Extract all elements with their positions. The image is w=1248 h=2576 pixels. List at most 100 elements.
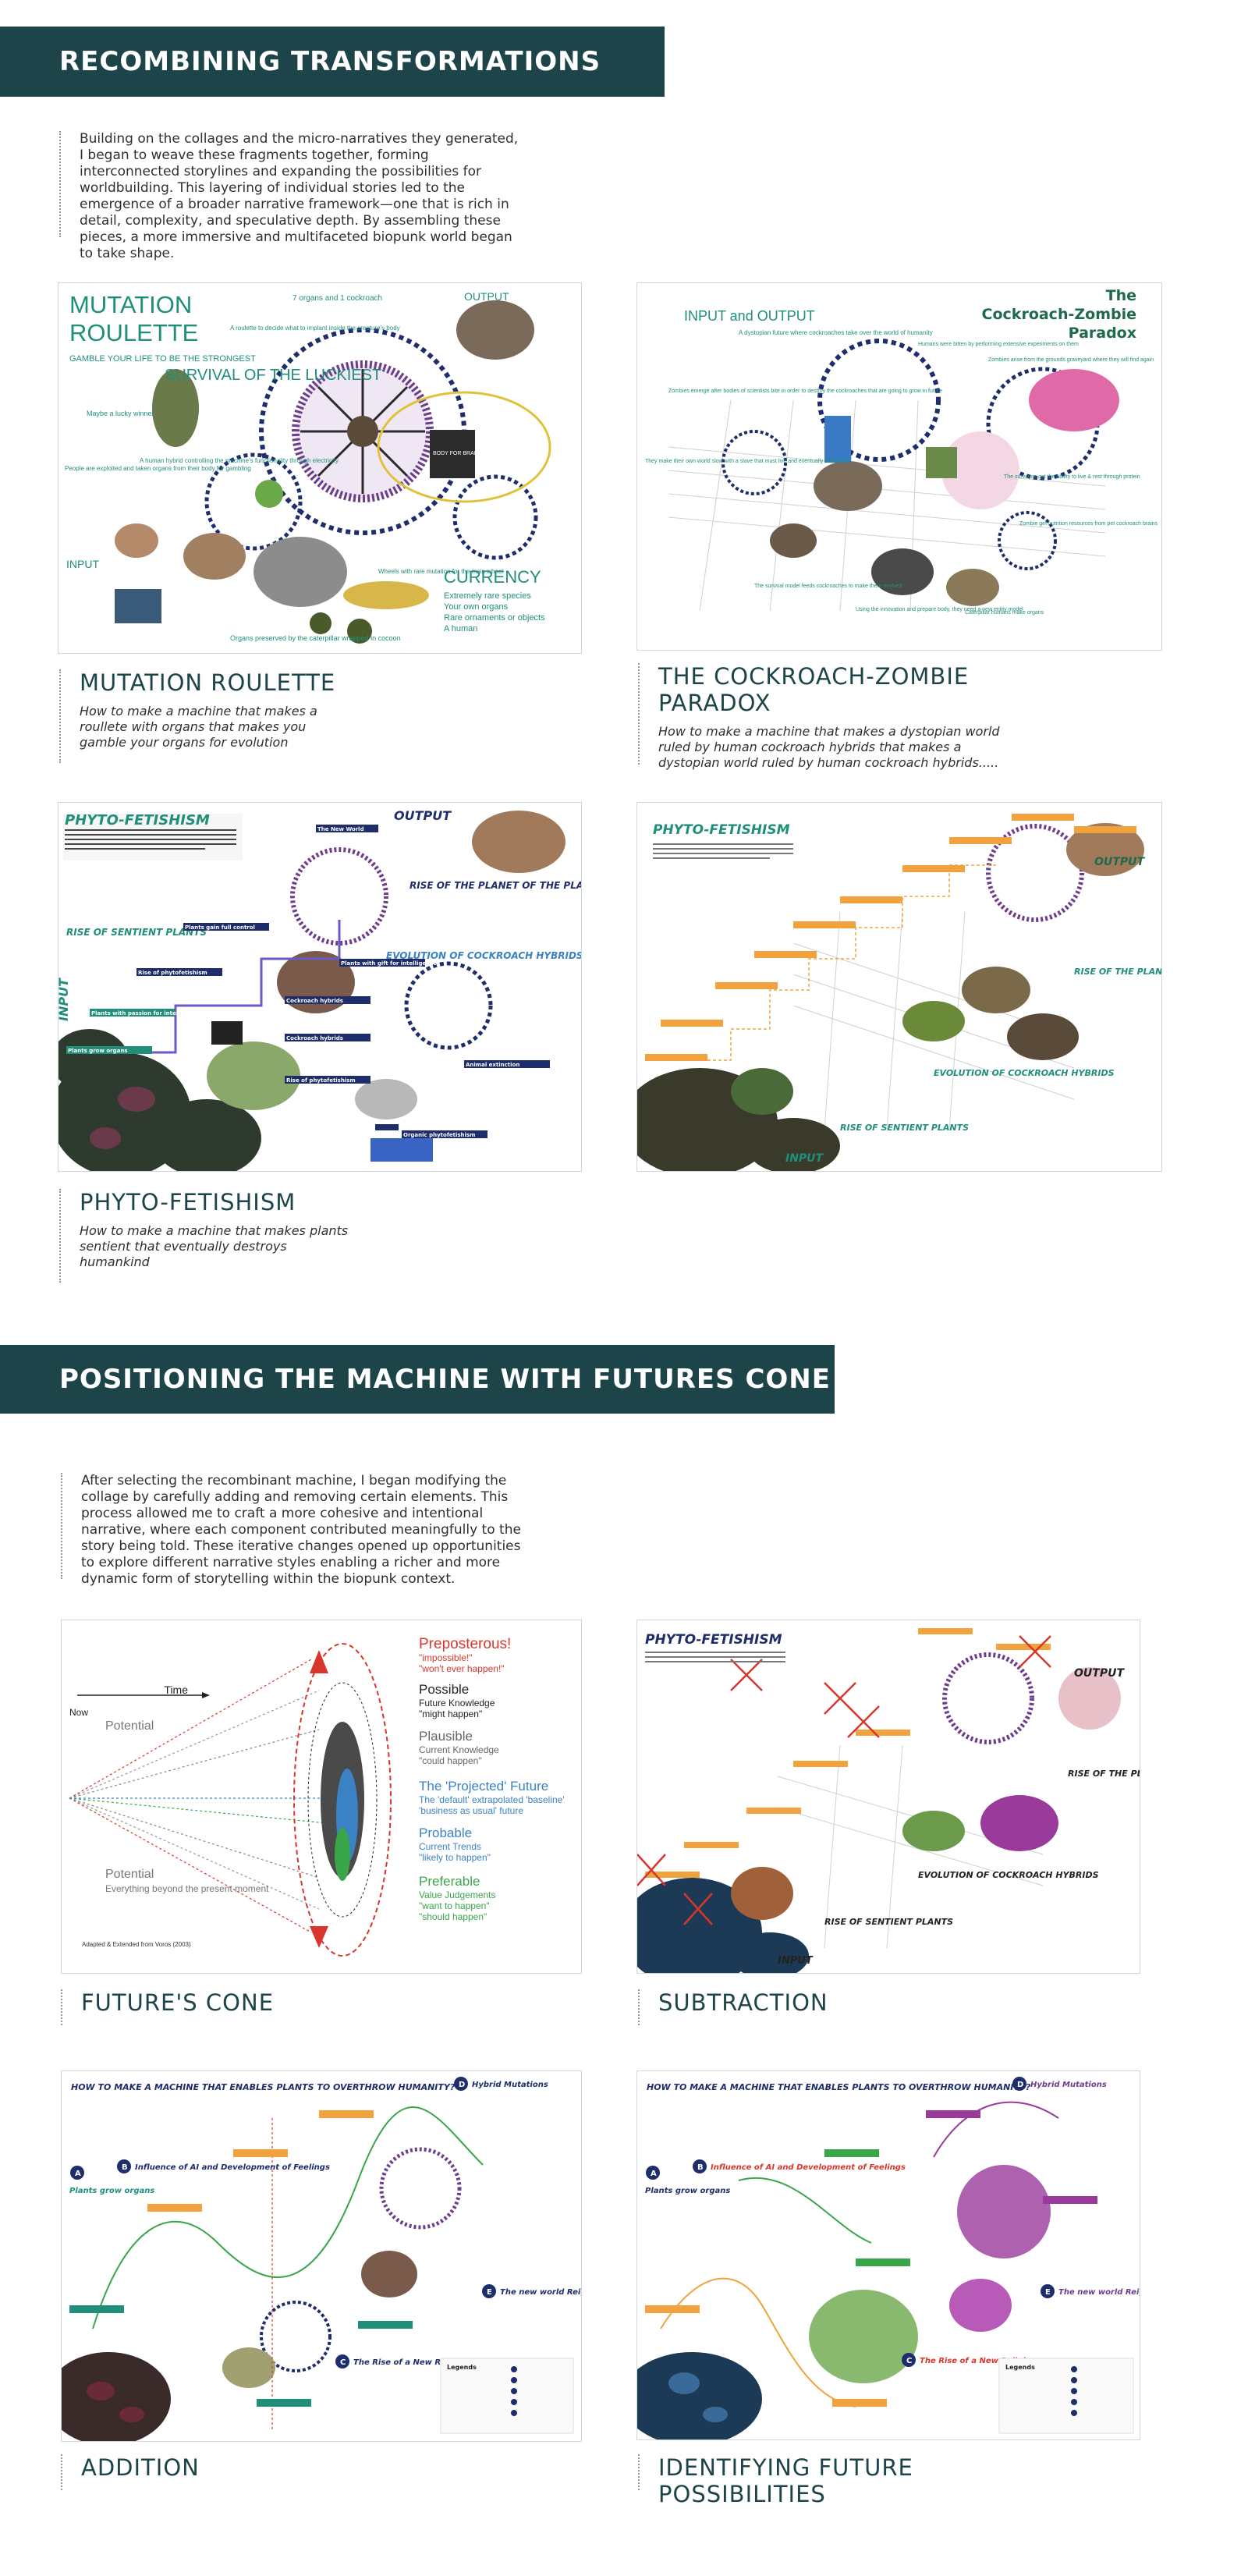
intro-paragraph: After selecting the recombinant machine,… [61,1473,529,1587]
credit-label: Adapted & Extended from Voros (2003) [82,1941,191,1948]
legends-label: Legends [447,2364,477,2371]
now-label: Now [69,1707,88,1718]
mutation-roulette-svg: MUTATION ROULETTE GAMBLE YOUR LIFE TO BE… [65,290,551,644]
section-banner-recombining: RECOMBINING TRANSFORMATIONS [0,27,665,97]
phyto-steps: Plants grow organs Plants with passion f… [66,825,550,1138]
collage-title: PHYTO-FETISHISM [65,812,210,829]
step-label: Organic phytofetishism [403,1132,475,1138]
preferable-desc: Value Judgements [419,1889,496,1900]
b-title: Influence of AI and Development of Feeli… [711,2163,906,2172]
collage-subtraction[interactable]: PHYTO-FETISHISM OUTPUT INPUT RISE OF THE… [636,1620,1140,1974]
intro-text: Building on the collages and the micro-n… [80,131,519,261]
caption-title: IDENTIFYING FUTURE POSSIBILITIES [658,2454,913,2507]
step-label: Plants gain full control [185,924,255,931]
time-label: Time [164,1684,188,1696]
preferable-quote: "should happen" [419,1911,487,1922]
title-line1: MUTATION [69,291,192,318]
addition-svg: HOW TO MAKE A MACHINE THAT ENABLES PLANT… [62,2077,581,2441]
identifying-svg: HOW TO MAKE A MACHINE THAT ENABLES PLANT… [637,2077,1140,2439]
title-line2: Cockroach-Zombie [982,306,1136,323]
inout-label: INPUT and OUTPUT [684,308,815,324]
currency-item: Rare ornaments or objects [444,613,545,623]
svg-text:B: B [697,2163,704,2172]
output-label: OUTPUT [1094,856,1145,868]
lucky-note: Maybe a lucky winner [87,410,154,417]
step-label: The New World [317,826,364,832]
projected-desc: The 'default' extrapolated 'baseline' [419,1794,565,1805]
futures-cone-svg: Time Now Potential Potential Everything … [69,1636,565,1957]
collage-phyto-fetishism[interactable]: PHYTO-FETISHISM OUTPUT INPUT RISE OF THE… [58,802,582,1172]
caption-subtitle: How to make a machine that makes a roull… [80,704,317,750]
collage-identifying-futures[interactable]: HOW TO MAKE A MACHINE THAT ENABLES PLANT… [636,2070,1140,2440]
phyto-fetishism-svg: PHYTO-FETISHISM OUTPUT INPUT RISE OF THE… [58,808,582,1171]
note: Caterpillar humans make organs [965,610,1044,616]
note: Using the innovation and prepare body, t… [856,607,1023,612]
caption-identifying-futures: IDENTIFYING FUTURE POSSIBILITIES [638,2454,1075,2507]
svg-text:C: C [340,2358,346,2367]
b-title: Influence of AI and Development of Feeli… [135,2163,330,2172]
preposterous-label: Preposterous! [419,1636,511,1652]
output-label: OUTPUT [464,290,509,303]
svg-text:A: A [75,2170,81,2178]
collage-addition[interactable]: HOW TO MAKE A MACHINE THAT ENABLES PLANT… [61,2070,582,2442]
note: Zombies emerge after bodies of scientist… [668,389,942,394]
preferable-quote: "want to happen" [419,1900,490,1911]
caption-subtitle: How to make a machine that makes plants … [80,1223,349,1269]
caption-mutation-roulette: MUTATION ROULETTE How to make a machine … [59,669,356,763]
note: They make their own world slow with a sl… [645,459,848,464]
a-title: Plants grow organs [645,2187,730,2195]
currency-item: A human [444,624,477,633]
beyond-label: Everything beyond the present moment [105,1883,269,1894]
note: The survival model feeds cockroaches to … [754,584,902,589]
subtraction-svg: PHYTO-FETISHISM OUTPUT INPUT RISE OF THE… [637,1628,1140,1973]
wheels-note: Wheels with rare mutation for the main w… [378,568,503,575]
caption-title: SUBTRACTION [658,1989,828,2016]
roulette-note: A roulette to decide what to implant ins… [230,325,400,332]
section-banner-positioning: POSITIONING THE MACHINE WITH FUTURES CON… [0,1345,835,1414]
note: A dystopian future where cockroaches tak… [739,329,933,336]
potential-top-label: Potential [105,1719,154,1733]
organs-shell-note: Organs preserved by the caterpillar wrap… [230,634,401,642]
rise-planet-label: RISE OF THE PLANET OF THE PLANTS [410,880,582,891]
legends-label: Legends [1005,2364,1035,2371]
rise-sentient-label: RISE OF SENTIENT PLANTS [824,1917,953,1927]
currency-item: Your own organs [444,602,509,612]
collage-cockroach-zombie[interactable]: The Cockroach-Zombie Paradox INPUT and O… [636,282,1162,651]
svg-text:B: B [122,2163,128,2172]
collage-phyto-fetishism-alt[interactable]: PHYTO-FETISHISM OUTPUT INPUT RISE OF THE… [636,802,1162,1172]
caption-title: PHYTO-FETISHISM [80,1189,296,1215]
evolution-label: EVOLUTION OF COCKROACH HYBRIDS [918,1870,1099,1880]
c-title: The Rise of a New Religion [353,2358,470,2367]
survival-text: SURVIVAL OF THE LUCKIEST [165,367,381,384]
caption-subtraction: SUBTRACTION [638,1989,919,2025]
possible-label: Possible [419,1682,469,1697]
svg-text:E: E [487,2288,492,2297]
probable-desc: Current Trends [419,1841,481,1852]
plausible-label: Plausible [419,1729,473,1744]
caption-addition: ADDITION [61,2454,342,2490]
gamble-text: GAMBLE YOUR LIFE TO BE THE STRONGEST [69,354,256,364]
title-line2: ROULETTE [69,319,198,346]
note: Humans were bitten by performing extensi… [918,342,1079,347]
caption-phyto-fetishism: PHYTO-FETISHISM How to make a machine th… [59,1189,356,1283]
rise-sentient-label: RISE OF SENTIENT PLANTS [840,1123,969,1133]
caption-title: THE COCKROACH-ZOMBIE PARADOX [658,663,970,716]
screen-text: BODY FOR BRAIN [433,451,480,456]
currency-item: Extremely rare species [444,591,531,601]
c-title: The Rise of a New Religion [920,2357,1037,2365]
intro-text: After selecting the recombinant machine,… [81,1473,521,1587]
futures-cone-diagram[interactable]: Time Now Potential Potential Everything … [61,1620,582,1974]
collage-mutation-roulette[interactable]: MUTATION ROULETTE GAMBLE YOUR LIFE TO BE… [58,282,582,654]
plausible-quote: "could happen" [419,1755,482,1766]
caption-futures-cone: FUTURE'S CONE [61,1989,342,2025]
svg-text:A: A [651,2170,657,2178]
hybrid-note: A human hybrid controlling the machine's… [140,457,339,464]
step-label: Cockroach hybrids [286,998,343,1004]
rise-planet-label: RISE OF THE PLANET OF THE PLANTS [1074,967,1162,977]
people-note: People are exploited and taken organs fr… [65,465,251,472]
collage-title: PHYTO-FETISHISM [645,1632,782,1648]
step-label: Plants with passion for intelligence [91,1010,200,1017]
possible-desc: Future Knowledge [419,1698,495,1708]
cockroach-zombie-svg: The Cockroach-Zombie Paradox INPUT and O… [645,287,1158,616]
rise-planet-label: RISE OF THE PLANET OF THE PLANTS [1068,1769,1140,1779]
